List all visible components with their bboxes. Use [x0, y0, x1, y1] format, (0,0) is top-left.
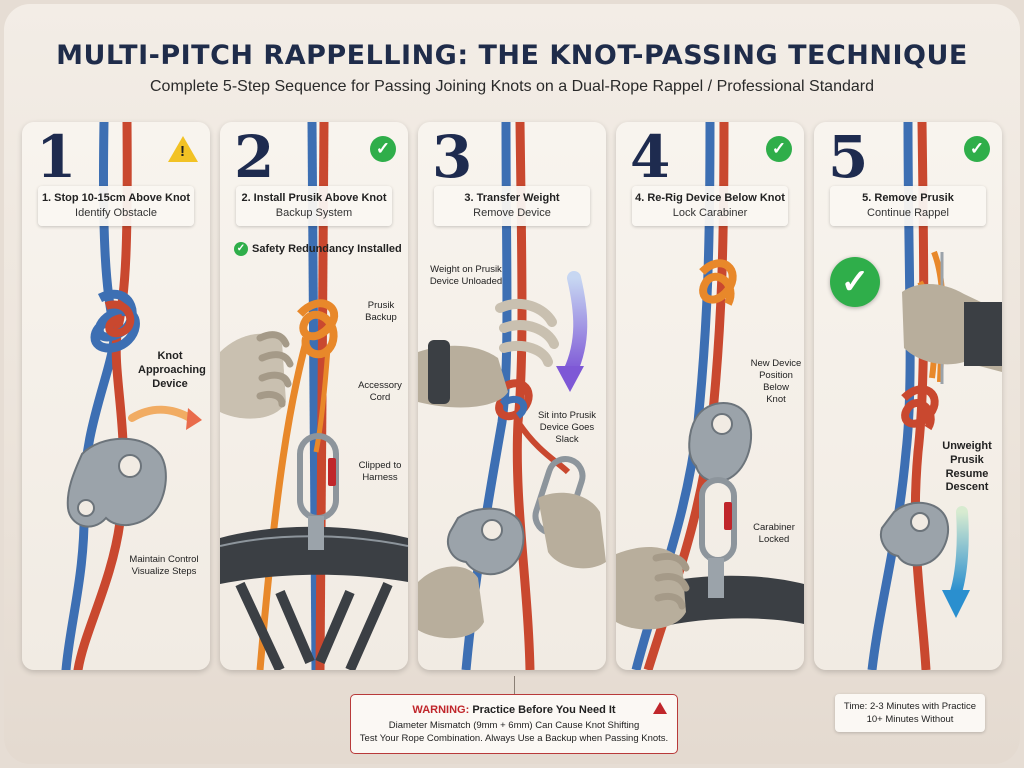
step-panel-5: 5 ✓ 5. Remove Prusik Continue Rappel ✓ U… — [814, 122, 1002, 670]
step-number: 3 — [432, 123, 473, 191]
page-subtitle: Complete 5-Step Sequence for Passing Joi… — [150, 78, 874, 95]
warning-connector-line — [514, 676, 515, 694]
warning-title-text: Practice Before You Need It — [472, 704, 616, 716]
step-2-illustration — [220, 122, 408, 670]
step-panel-4: 4 ✓ 4. Re-Rig Device Below Knot Lock Car… — [616, 122, 804, 670]
unweight-prusik-label: Unweight Prusik Resume Descent — [942, 440, 992, 494]
step-subtitle: Identify Obstacle — [75, 207, 157, 219]
step-number: 2 — [234, 123, 275, 191]
step-title: 1. Stop 10-15cm Above Knot — [41, 192, 191, 204]
safety-redundancy-note: ✓ Safety Redundancy Installed — [234, 242, 402, 256]
step-panel-1: 1 ! 1. Stop 10-15cm Above Knot Identify … — [22, 122, 210, 670]
check-icon: ✓ — [766, 136, 792, 162]
safety-note-text: Safety Redundancy Installed — [252, 242, 402, 255]
step-number: 5 — [828, 123, 869, 191]
sit-into-prusik-label: Sit into Prusik Device Goes Slack — [537, 410, 597, 445]
step-title-box: 2. Install Prusik Above Knot Backup Syst… — [236, 186, 392, 226]
time-note-line-1: Time: 2-3 Minutes with Practice — [843, 701, 977, 712]
page-title: MULTI-PITCH RAPPELLING: THE KNOT-PASSING… — [56, 40, 968, 71]
warning-icon: ! — [168, 136, 198, 162]
step-panel-3: 3 3. Transfer Weight Remove Device Weigh… — [418, 122, 606, 670]
warning-triangle-icon — [653, 702, 667, 714]
warning-label: WARNING: — [412, 704, 470, 716]
step-number: 4 — [630, 123, 671, 191]
time-note-box: Time: 2-3 Minutes with Practice 10+ Minu… — [835, 694, 985, 732]
step-5-illustration — [867, 122, 1002, 670]
step-subtitle: Lock Carabiner — [672, 207, 748, 219]
step-title: 4. Re-Rig Device Below Knot — [635, 192, 785, 204]
step-panel-2: 2 ✓ 2. Install Prusik Above Knot Backup … — [220, 122, 408, 670]
step-title: 3. Transfer Weight — [464, 192, 560, 204]
clipped-harness-label: Clipped to Harness — [358, 460, 402, 483]
step-3-illustration — [418, 122, 606, 670]
knot-approaching-label: Knot Approaching Device — [138, 350, 206, 390]
time-note-line-2: 10+ Minutes Without — [866, 714, 954, 725]
large-check-icon: ✓ — [830, 257, 880, 307]
carabiner-locked-label: Carabiner Locked — [753, 522, 795, 545]
prusik-backup-label: Prusik Backup — [365, 300, 397, 323]
step-title-box: 5. Remove Prusik Continue Rappel — [830, 186, 986, 226]
check-icon: ✓ — [964, 136, 990, 162]
warning-box: WARNING: Practice Before You Need It Dia… — [350, 694, 678, 754]
accessory-cord-label: Accessory Cord — [358, 380, 402, 403]
warning-line-2: Test Your Rope Combination. Always Use a… — [359, 733, 669, 744]
new-device-position-label: New Device Position Below Knot — [750, 358, 802, 405]
step-title-box: 1. Stop 10-15cm Above Knot Identify Obst… — [38, 186, 194, 226]
step-subtitle: Backup System — [275, 207, 353, 219]
check-icon: ✓ — [370, 136, 396, 162]
check-icon: ✓ — [234, 242, 248, 256]
step-title-box: 3. Transfer Weight Remove Device — [434, 186, 590, 226]
step-subtitle: Continue Rappel — [867, 207, 949, 219]
infographic-frame: MULTI-PITCH RAPPELLING: THE KNOT-PASSING… — [4, 4, 1020, 764]
maintain-control-label: Maintain Control Visualize Steps — [129, 554, 199, 577]
step-subtitle: Remove Device — [473, 207, 551, 219]
step-title: 5. Remove Prusik — [862, 192, 954, 204]
step-title: 2. Install Prusik Above Knot — [241, 192, 387, 204]
warning-line-1: Diameter Mismatch (9mm + 6mm) Can Cause … — [388, 720, 640, 731]
step-1-illustration — [61, 122, 202, 670]
weight-on-prusik-label: Weight on Prusik Device Unloaded — [429, 264, 503, 287]
warning-title: WARNING: Practice Before You Need It — [351, 704, 677, 716]
step-number: 1 — [36, 123, 77, 191]
step-title-box: 4. Re-Rig Device Below Knot Lock Carabin… — [632, 186, 788, 226]
